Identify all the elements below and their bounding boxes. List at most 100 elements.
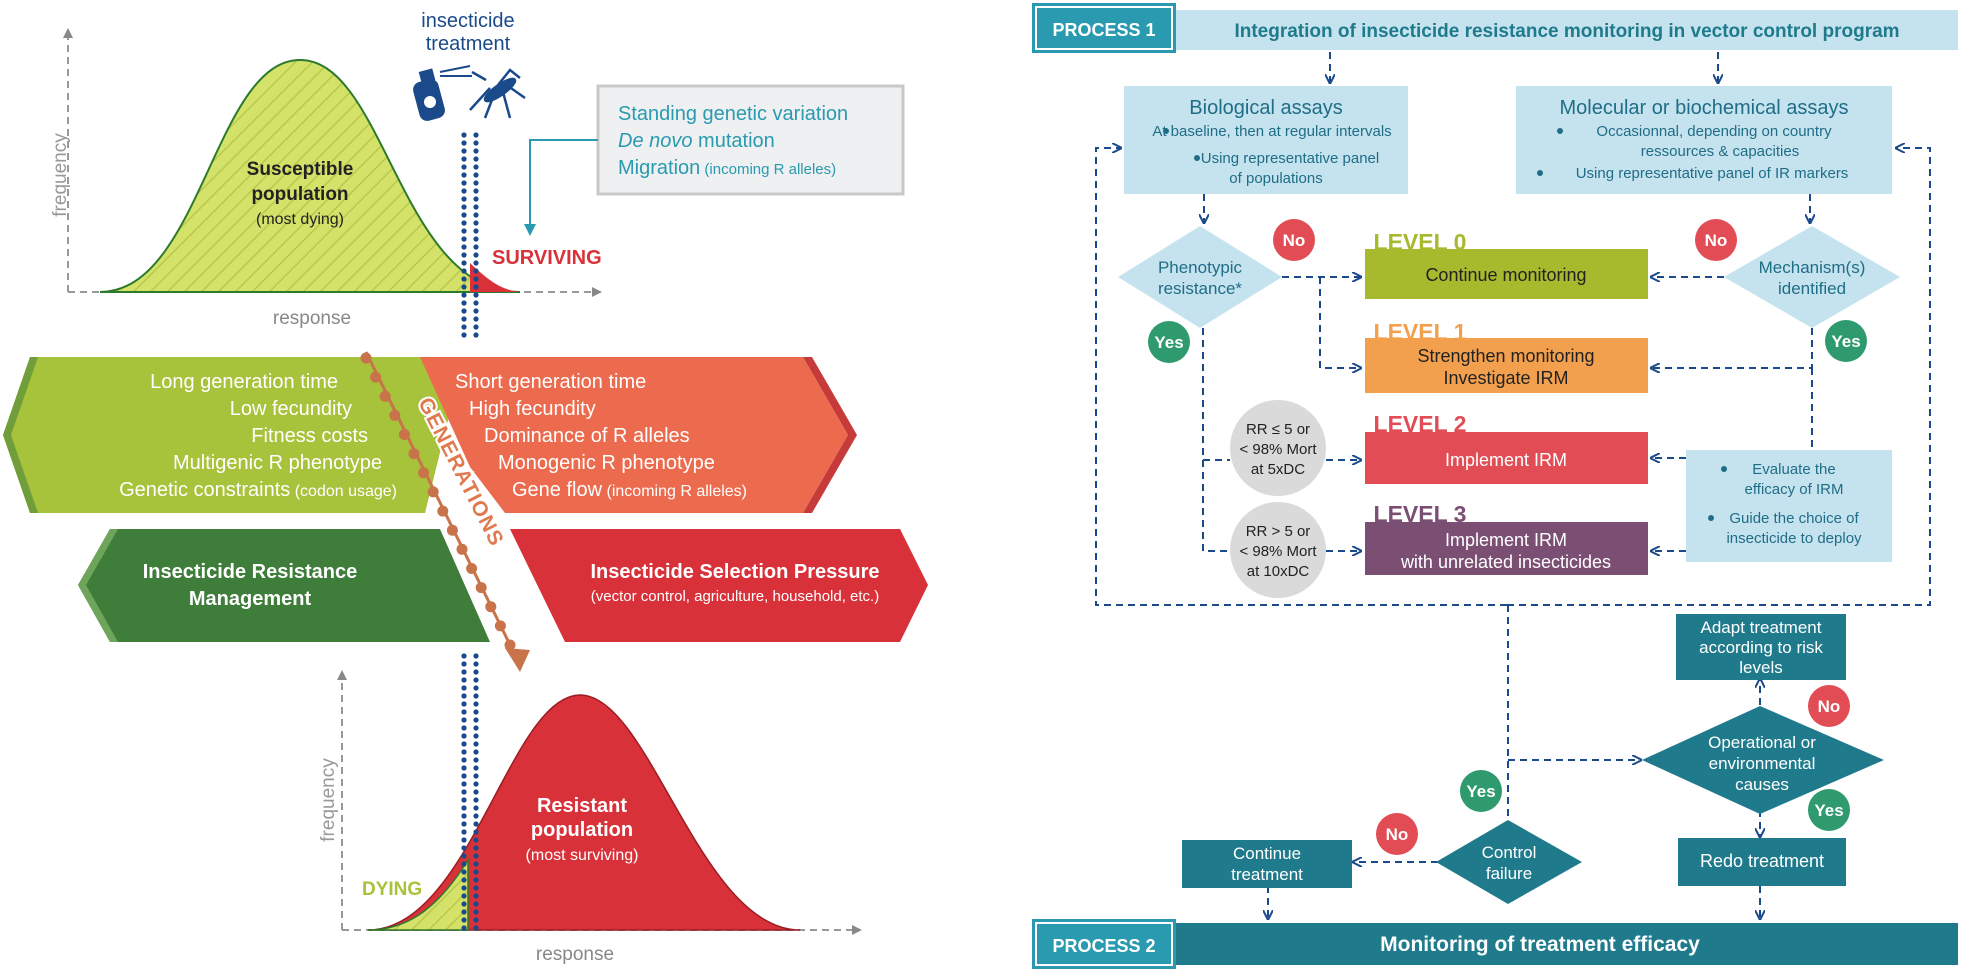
dying-tail bbox=[367, 857, 469, 931]
resistant-title-1: Resistant bbox=[537, 795, 627, 817]
threshold-dot bbox=[473, 292, 479, 298]
mech-label-2: identified bbox=[1778, 279, 1846, 298]
threshold-dot bbox=[473, 789, 479, 795]
svg-text:Redo treatment: Redo treatment bbox=[1700, 851, 1824, 871]
threshold-dot bbox=[461, 877, 467, 883]
threshold-dot bbox=[473, 284, 479, 290]
threshold-dot bbox=[461, 252, 467, 258]
generation-bead bbox=[389, 409, 401, 421]
process-2-title: Monitoring of treatment efficacy bbox=[1380, 933, 1700, 956]
threshold-dot bbox=[461, 685, 467, 691]
generation-bead bbox=[418, 467, 430, 479]
threshold-dot bbox=[473, 677, 479, 683]
generation-bead bbox=[466, 563, 478, 574]
threshold-dot bbox=[461, 861, 467, 867]
level-2: LEVEL 2 Implement IRM bbox=[1365, 411, 1648, 484]
threshold-dot bbox=[461, 324, 467, 330]
red-trait-4: Monogenic R phenotype bbox=[498, 452, 715, 474]
threshold-dot bbox=[461, 869, 467, 875]
flow-connectors bbox=[1095, 52, 1931, 918]
threshold-dot bbox=[461, 765, 467, 771]
threshold-dot bbox=[461, 821, 467, 827]
susceptible-sub: (most dying) bbox=[256, 211, 344, 228]
threshold-dot bbox=[461, 180, 467, 186]
threshold-dot bbox=[473, 853, 479, 859]
svg-text:efficacy of IRM: efficacy of IRM bbox=[1745, 481, 1844, 498]
svg-text:No: No bbox=[1283, 231, 1306, 250]
variation-line-2: De novo mutation bbox=[618, 130, 775, 152]
biological-assays-box: Biological assays At baseline, then at r… bbox=[1124, 86, 1408, 194]
svg-text:causes: causes bbox=[1735, 775, 1789, 794]
yes-badge-mech: Yes bbox=[1825, 320, 1867, 362]
svg-text:RR > 5 or: RR > 5 or bbox=[1246, 523, 1311, 540]
treatment-label-1: insecticide bbox=[421, 10, 514, 32]
threshold-dot bbox=[461, 757, 467, 763]
threshold-dot bbox=[473, 821, 479, 827]
threshold-dot bbox=[473, 228, 479, 234]
threshold-dot bbox=[473, 733, 479, 739]
phenotypic-resistance-diamond: Phenotypic resistance* bbox=[1118, 226, 1282, 328]
variation-arrow bbox=[524, 139, 598, 236]
red-traits-arrow bbox=[420, 357, 848, 513]
surviving-label: SURVIVING bbox=[492, 247, 602, 269]
green-trait-1: Long generation time bbox=[150, 371, 338, 393]
generation-bead bbox=[408, 448, 420, 460]
resistant-sub: (most surviving) bbox=[526, 847, 639, 864]
threshold-dot bbox=[461, 220, 467, 226]
red-trait-2: High fecundity bbox=[469, 398, 596, 420]
svg-text:Yes: Yes bbox=[1831, 332, 1860, 351]
threshold-dot bbox=[473, 156, 479, 162]
level-2-box bbox=[1365, 432, 1648, 484]
red-trait-5: Gene flow (incoming R alleles) bbox=[512, 479, 747, 501]
continue-treatment-box: Continue treatment bbox=[1182, 840, 1352, 888]
svg-text:Guide the choice of: Guide the choice of bbox=[1729, 510, 1859, 527]
level-1-box bbox=[1365, 338, 1648, 393]
no-badge-mech: No bbox=[1695, 219, 1737, 261]
threshold-dot bbox=[473, 693, 479, 699]
threshold-dot bbox=[461, 885, 467, 891]
yes-badge-pheno: Yes bbox=[1148, 321, 1190, 363]
threshold-dot bbox=[473, 901, 479, 907]
red-trait-1: Short generation time bbox=[455, 371, 646, 393]
process-1-title: Integration of insecticide resistance mo… bbox=[1234, 21, 1899, 42]
threshold-dot bbox=[461, 917, 467, 923]
generation-bead bbox=[379, 390, 391, 402]
process-2-header: PROCESS 2 Monitoring of treatment effica… bbox=[1032, 919, 1958, 969]
threshold-dot bbox=[473, 252, 479, 258]
svg-text:levels: levels bbox=[1739, 658, 1782, 677]
variation-box: Standing genetic variation De novo mutat… bbox=[596, 84, 905, 196]
threshold-dot bbox=[461, 284, 467, 290]
mol-title: Molecular or biochemical assays bbox=[1559, 97, 1848, 119]
no-badge-pheno: No bbox=[1273, 219, 1315, 261]
threshold-dot bbox=[473, 781, 479, 787]
threshold-dot bbox=[473, 236, 479, 242]
top-y-label: frequency bbox=[50, 133, 71, 217]
threshold-dot bbox=[461, 797, 467, 803]
svg-text:insecticide to deploy: insecticide to deploy bbox=[1726, 530, 1862, 547]
threshold-dot bbox=[461, 749, 467, 755]
threshold-dot bbox=[473, 212, 479, 218]
threshold-dot bbox=[461, 316, 467, 322]
red-traits-list: Short generation time High fecundity Dom… bbox=[455, 371, 747, 501]
svg-text:RR ≤ 5 or: RR ≤ 5 or bbox=[1246, 421, 1310, 438]
threshold-dot bbox=[461, 292, 467, 298]
level-1-text-2: Investigate IRM bbox=[1443, 368, 1568, 388]
threshold-dot bbox=[461, 837, 467, 843]
bio-bullet-2b: of populations bbox=[1229, 170, 1322, 187]
threshold-dot bbox=[473, 749, 479, 755]
threshold-dot bbox=[473, 869, 479, 875]
threshold-dot bbox=[461, 773, 467, 779]
threshold-dot bbox=[461, 669, 467, 675]
pheno-label-1: Phenotypic bbox=[1158, 258, 1243, 277]
isp-title: Insecticide Selection Pressure bbox=[590, 561, 879, 583]
mosquito-icon bbox=[469, 68, 526, 119]
threshold-dot bbox=[461, 236, 467, 242]
green-trait-4: Multigenic R phenotype bbox=[173, 452, 382, 474]
threshold-dot bbox=[461, 140, 467, 146]
threshold-dot bbox=[473, 180, 479, 186]
threshold-dot bbox=[461, 901, 467, 907]
threshold-dot bbox=[473, 877, 479, 883]
green-trait-5: Genetic constraints (codon usage) bbox=[119, 479, 397, 501]
bottom-threshold-dots bbox=[461, 653, 479, 931]
threshold-dot bbox=[473, 316, 479, 322]
